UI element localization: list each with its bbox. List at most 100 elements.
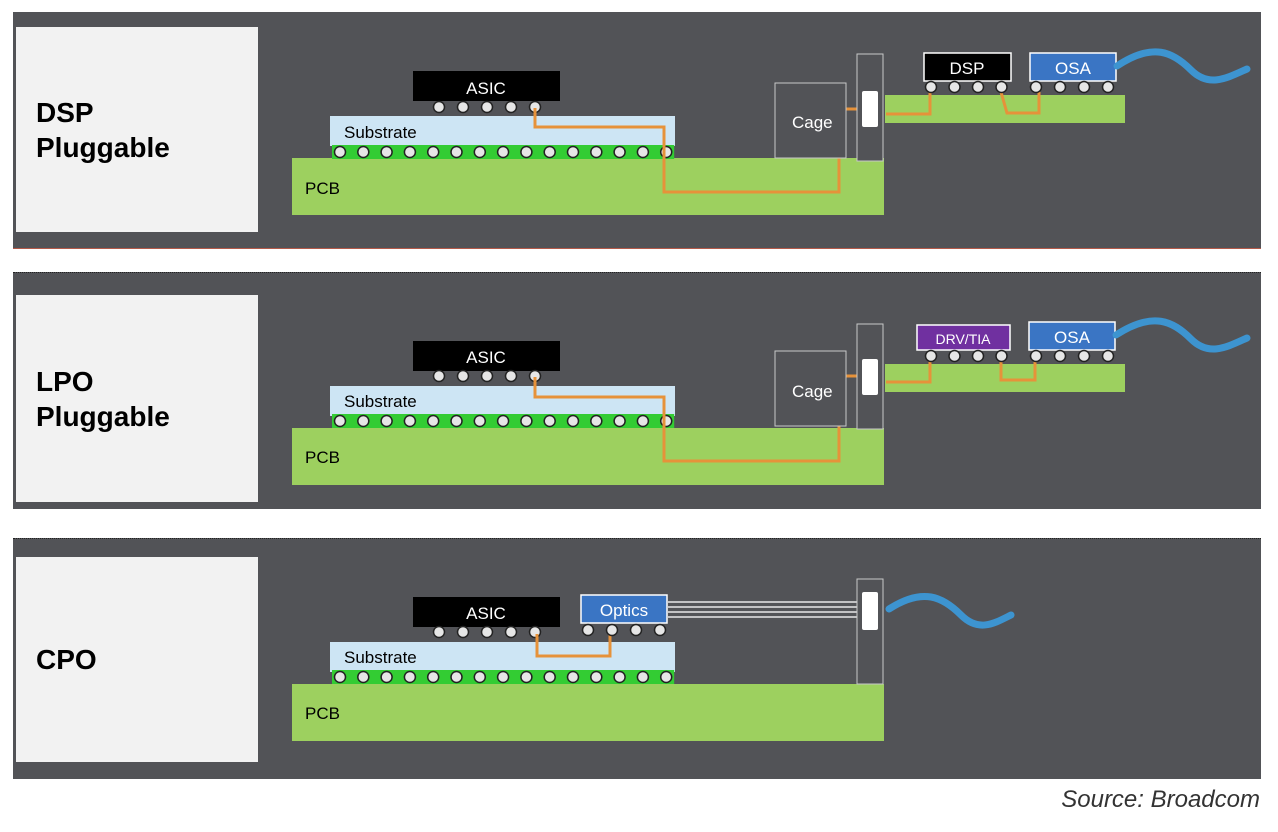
panel-label-box: DSP Pluggable xyxy=(16,27,258,232)
asic-chip xyxy=(413,71,560,101)
pcb-label: PCB xyxy=(305,448,340,467)
cage xyxy=(774,350,847,427)
solder-bump xyxy=(971,80,985,94)
solder-bump xyxy=(543,414,556,428)
solder-bump xyxy=(520,414,533,428)
pcb-label: PCB xyxy=(305,704,340,723)
pcb xyxy=(292,684,884,741)
solder-bump xyxy=(636,670,650,684)
solder-bump xyxy=(590,414,603,428)
substrate-bumps xyxy=(332,414,675,428)
substrate xyxy=(330,642,675,672)
solder-bump xyxy=(590,145,603,159)
solder-bump xyxy=(333,670,347,684)
solder-bump xyxy=(450,145,463,159)
solder-bump xyxy=(520,670,533,684)
solder-bump xyxy=(543,145,556,159)
solder-bump xyxy=(432,369,446,383)
solder-bump xyxy=(357,414,370,428)
asic-label: ASIC xyxy=(466,79,506,98)
solder-bump xyxy=(1101,349,1115,363)
lpo-pluggable-diagram: PCB Substrate ASIC Cage DRV/TIA OSA xyxy=(292,317,1251,485)
osa-label: OSA xyxy=(1054,328,1091,347)
solder-bump xyxy=(1053,80,1067,94)
substrate-bumps xyxy=(332,145,675,159)
asic-bumps xyxy=(432,625,542,639)
cage-label: Cage xyxy=(792,113,833,132)
panel-title: CPO xyxy=(36,644,97,675)
asic-label: ASIC xyxy=(466,348,506,367)
solder-bump xyxy=(948,349,961,363)
optics-bumps xyxy=(581,623,667,637)
solder-bump xyxy=(357,145,370,159)
solder-bump xyxy=(456,369,470,383)
fiber-ribbon xyxy=(668,601,859,618)
solder-bump xyxy=(1029,80,1043,94)
solder-bump xyxy=(480,100,494,114)
solder-bump xyxy=(629,623,643,637)
panel-title: DSP Pluggable xyxy=(36,96,170,163)
panel-title: LPO Pluggable xyxy=(36,365,170,432)
solder-bump xyxy=(504,625,518,639)
solder-bump xyxy=(520,145,533,159)
solder-bump xyxy=(995,80,1008,94)
solder-bump xyxy=(636,414,650,428)
solder-bump xyxy=(403,414,417,428)
solder-bump xyxy=(636,145,650,159)
solder-bump xyxy=(450,670,463,684)
solder-bump xyxy=(659,670,673,684)
solder-bump xyxy=(1077,80,1091,94)
solder-bump xyxy=(613,670,626,684)
solder-bump xyxy=(357,670,370,684)
solder-bump xyxy=(566,414,580,428)
solder-bump xyxy=(432,625,446,639)
connector-plug xyxy=(862,592,878,630)
pcb xyxy=(292,158,884,215)
solder-bump xyxy=(496,414,510,428)
substrate xyxy=(330,116,675,146)
pcb-label: PCB xyxy=(305,179,340,198)
solder-bump xyxy=(504,369,518,383)
dsp-chip xyxy=(923,52,1012,82)
drv-tia-bumps xyxy=(924,349,1008,363)
substrate-label: Substrate xyxy=(344,392,417,411)
solder-bump xyxy=(426,670,440,684)
connector-plug xyxy=(862,359,878,395)
optics-label: Optics xyxy=(600,601,648,620)
asic-chip xyxy=(413,341,560,371)
osa-bumps xyxy=(1029,349,1115,363)
solder-bump xyxy=(380,145,393,159)
solder-bump xyxy=(480,369,494,383)
solder-bump xyxy=(659,145,673,159)
source-caption: Source: Broadcom xyxy=(1061,786,1260,813)
asic-label: ASIC xyxy=(466,604,506,623)
solder-bump xyxy=(380,670,393,684)
solder-bump xyxy=(426,145,440,159)
solder-bump xyxy=(403,670,417,684)
solder-bump xyxy=(432,100,446,114)
solder-bump xyxy=(496,670,510,684)
solder-bump xyxy=(924,80,938,94)
osa-chip xyxy=(1028,321,1116,351)
module-board xyxy=(885,364,1125,392)
solder-bump xyxy=(480,625,494,639)
solder-bump xyxy=(1077,349,1091,363)
solder-bump xyxy=(426,414,440,428)
solder-bump xyxy=(456,100,470,114)
module-trace xyxy=(999,361,1037,382)
solder-bump xyxy=(456,625,470,639)
solder-bump xyxy=(1029,349,1043,363)
solder-bump xyxy=(948,80,961,94)
osa-bumps xyxy=(1029,80,1115,94)
asic-chip xyxy=(413,597,560,627)
substrate xyxy=(330,386,675,416)
solder-bump xyxy=(613,414,626,428)
solder-bump xyxy=(924,349,938,363)
solder-bump xyxy=(333,145,347,159)
optical-fiber xyxy=(885,592,1015,629)
module-trace xyxy=(886,361,932,384)
optical-fiber xyxy=(1113,48,1251,84)
dsp-chip-bumps xyxy=(924,80,1008,94)
module-trace xyxy=(999,91,1041,115)
optical-fiber xyxy=(1112,317,1251,353)
